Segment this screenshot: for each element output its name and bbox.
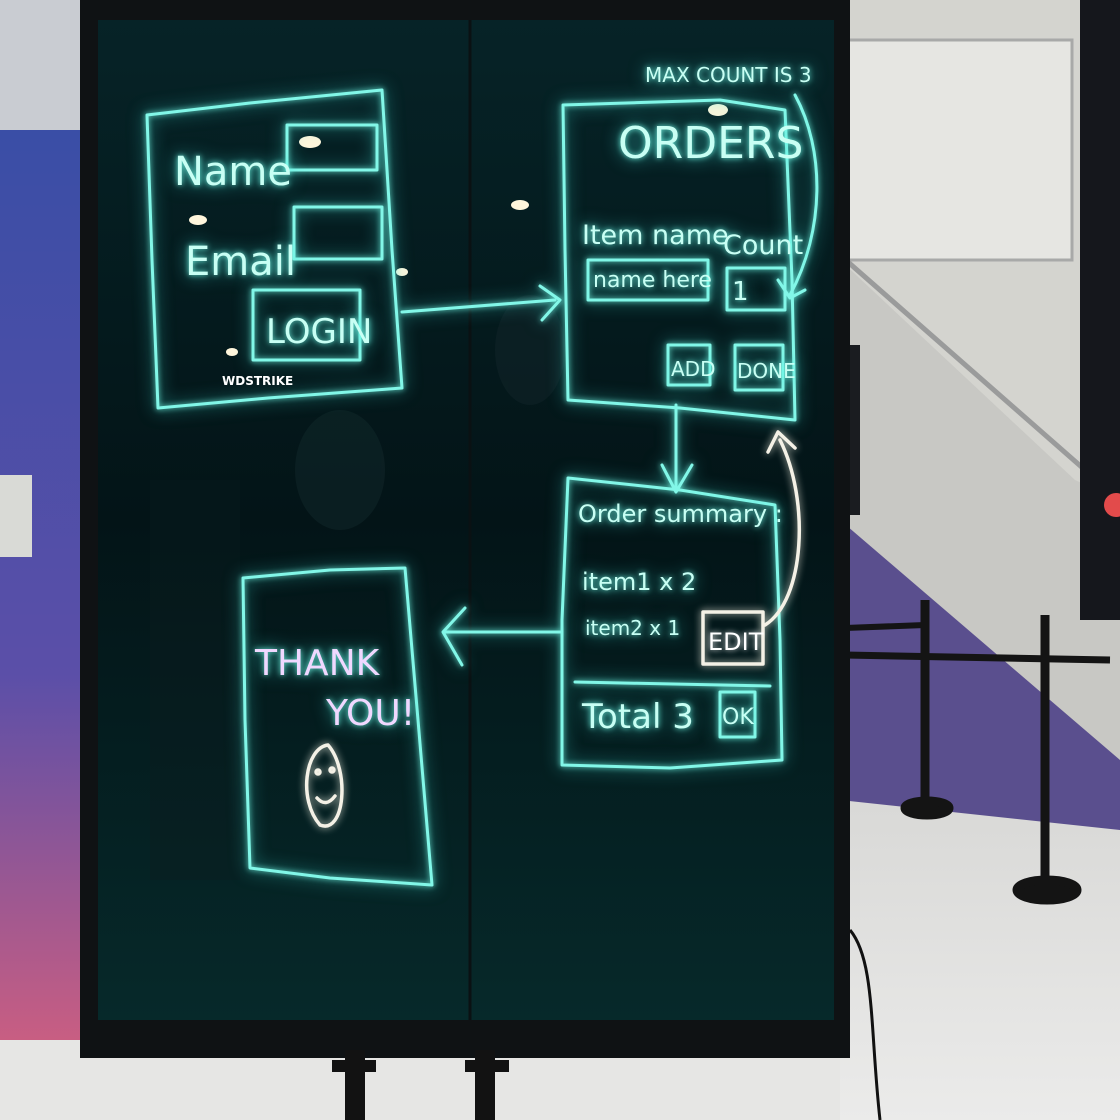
logo-fragment: WDSTRIKE xyxy=(222,374,293,388)
email-field-sketch xyxy=(292,205,384,261)
max-count-annotation: MAX COUNT IS 3 xyxy=(645,63,812,87)
item-name-label: Item name xyxy=(582,220,729,251)
count-label: Count xyxy=(723,230,803,261)
reflections xyxy=(150,295,565,880)
edit-return-loop xyxy=(763,430,801,627)
edit-button-sketch xyxy=(701,610,765,666)
edit-button-label[interactable]: EDIT xyxy=(708,628,764,656)
done-button-label[interactable]: DONE xyxy=(737,359,796,383)
arrow-login-to-orders xyxy=(400,284,562,322)
stair-rail xyxy=(838,253,1087,472)
login-button-sketch xyxy=(251,288,362,362)
email-label: Email xyxy=(185,239,296,285)
smiley-eye-right xyxy=(328,766,336,774)
smiley-face xyxy=(305,743,344,828)
smiley-eye-left xyxy=(314,768,322,776)
name-here-input[interactable]: name here xyxy=(593,268,712,293)
ok-button-sketch xyxy=(718,690,757,739)
summary-total: Total 3 xyxy=(581,697,694,737)
name-label: Name xyxy=(174,149,292,195)
upper-railing-glass xyxy=(840,38,1074,262)
done-button-sketch xyxy=(733,343,785,392)
add-button-label[interactable]: ADD xyxy=(671,357,715,381)
orders-title: ORDERS xyxy=(618,118,803,169)
staircase xyxy=(840,260,1120,780)
summary-item-2: item2 x 1 xyxy=(585,616,680,640)
wall-outlet-panel xyxy=(0,475,32,557)
queue-stanchions xyxy=(844,600,1111,905)
stand-legs xyxy=(332,1050,509,1120)
login-sketch-frame xyxy=(145,88,404,410)
floor xyxy=(840,790,1120,1120)
purple-stair-base xyxy=(840,520,1120,830)
summary-divider xyxy=(573,680,772,688)
max-count-arrow xyxy=(776,93,819,300)
thanks-sketch-frame xyxy=(241,566,434,887)
smiley-mouth xyxy=(315,794,337,805)
right-monitor xyxy=(1080,0,1120,620)
count-input-value[interactable]: 1 xyxy=(732,277,749,307)
name-here-input-sketch xyxy=(586,258,710,302)
add-button-sketch xyxy=(666,343,712,387)
summary-title: Order summary : xyxy=(578,500,783,528)
ok-button-label[interactable]: OK xyxy=(722,705,754,730)
orders-sketch-frame xyxy=(561,98,797,422)
arrow-summary-to-thanks xyxy=(441,606,562,667)
ceiling-light-reflections xyxy=(189,104,728,356)
name-field-sketch xyxy=(285,123,379,172)
login-button-label[interactable]: LOGIN xyxy=(266,312,372,352)
monitor-red-dot xyxy=(1104,493,1120,517)
power-cable xyxy=(848,929,882,1120)
summary-item-1: item1 x 2 xyxy=(582,568,696,596)
thanks-line-2: YOU! xyxy=(325,693,415,734)
summary-sketch-frame xyxy=(560,476,784,770)
left-purple-wall xyxy=(0,130,90,1120)
arrow-orders-to-summary xyxy=(660,403,694,494)
glass-panel xyxy=(98,20,834,1020)
thanks-line-1: THANK xyxy=(254,643,381,684)
